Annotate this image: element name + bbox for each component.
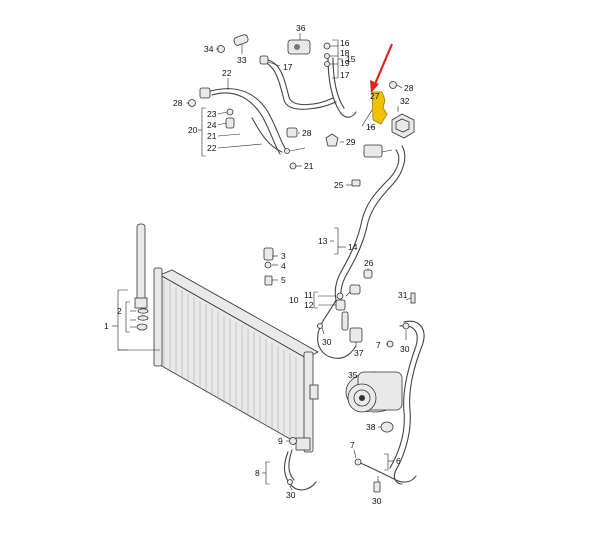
- label-36: 36: [296, 23, 306, 33]
- label-28: 28: [173, 98, 183, 108]
- ac-compressor: [345, 371, 403, 413]
- label-30d: 30: [372, 496, 382, 506]
- label-2: 2: [117, 306, 122, 316]
- label-1: 1: [104, 321, 109, 331]
- label-22: 22: [222, 68, 232, 78]
- label-26: 26: [364, 258, 374, 268]
- dryer-bottle: [134, 223, 149, 331]
- label-17b: 17: [340, 70, 350, 80]
- label-14: 14: [348, 242, 358, 252]
- label-28b: 28: [302, 128, 312, 138]
- label-25: 25: [334, 180, 344, 190]
- label-7: 7: [376, 340, 381, 350]
- label-33: 33: [237, 55, 247, 65]
- label-11: 11: [304, 290, 313, 300]
- label-12: 12: [304, 300, 314, 310]
- label-24: 24: [207, 120, 217, 130]
- label-21: 21: [207, 131, 217, 141]
- label-16b: 16: [366, 122, 376, 132]
- highlighted-bracket: [371, 91, 388, 125]
- label-34: 34: [204, 44, 214, 54]
- label-17: 17: [283, 62, 293, 72]
- label-4: 4: [281, 261, 286, 271]
- label-22b: 22: [207, 143, 217, 153]
- label-19: 19: [340, 58, 350, 68]
- label-7b: 7: [350, 440, 355, 450]
- label-13: 13: [318, 236, 328, 246]
- leader-lines: [112, 33, 412, 491]
- condenser: [153, 267, 319, 453]
- label-30b: 30: [400, 344, 410, 354]
- label-8: 8: [255, 468, 260, 478]
- label-31: 31: [398, 290, 408, 300]
- label-30c: 30: [286, 490, 296, 500]
- label-5: 5: [281, 275, 286, 285]
- label-28c: 28: [404, 83, 414, 93]
- fittings: [188, 34, 416, 493]
- label-32: 32: [400, 96, 410, 106]
- red-arrow-icon: [370, 43, 394, 93]
- label-10: 10: [289, 295, 299, 305]
- label-37: 37: [354, 348, 364, 358]
- label-27: 27: [370, 91, 380, 101]
- label-21b: 21: [304, 161, 314, 171]
- label-16: 16: [340, 38, 350, 48]
- label-23: 23: [207, 109, 217, 119]
- label-18: 18: [340, 48, 350, 58]
- label-3: 3: [281, 251, 286, 261]
- label-15: 15: [346, 54, 356, 64]
- label-35: 35: [348, 370, 358, 380]
- refrigerant-lines: [206, 57, 425, 491]
- label-6: 6: [396, 456, 401, 466]
- label-29: 29: [346, 137, 356, 147]
- label-9: 9: [278, 436, 283, 446]
- label-30: 30: [322, 337, 332, 347]
- part-labels: 36 34 33 17 16 18 19 17 15 22 28 23 24 2…: [104, 23, 414, 506]
- label-38: 38: [366, 422, 376, 432]
- label-20: 20: [188, 125, 198, 135]
